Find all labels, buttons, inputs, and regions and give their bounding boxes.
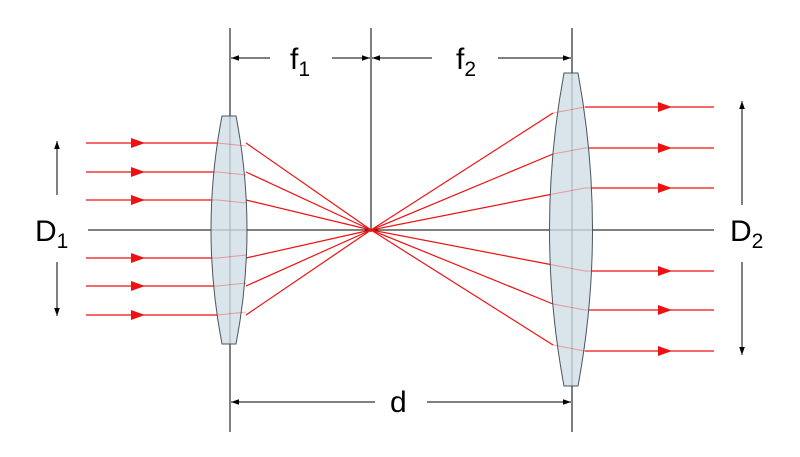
label-D2: D2 <box>730 215 763 253</box>
label-f1: f1 <box>290 43 310 81</box>
outgoing-ray-arrowhead <box>658 266 672 276</box>
converging-ray <box>245 142 372 231</box>
diverging-ray <box>370 229 554 346</box>
lens-1 <box>210 115 248 345</box>
lens-2 <box>549 72 593 387</box>
converging-ray <box>245 229 372 316</box>
outgoing-ray-arrowhead <box>658 305 672 315</box>
converging-ray <box>245 229 372 287</box>
lens2-internal-ray <box>552 303 586 311</box>
lens1-internal-ray <box>217 199 247 204</box>
diverging-ray <box>370 229 554 305</box>
in-lens-ray-group <box>217 106 586 352</box>
incoming-ray-arrowhead <box>131 138 145 148</box>
ray-group <box>86 102 714 356</box>
diverging-ray <box>370 229 554 266</box>
diverging-ray <box>370 193 554 231</box>
incoming-ray-arrowhead <box>131 253 145 263</box>
lens2-internal-ray <box>552 264 586 272</box>
incoming-ray-arrowhead <box>131 167 145 177</box>
outgoing-ray-arrowhead <box>658 143 672 153</box>
label-f2: f2 <box>456 43 476 81</box>
label-D1: D1 <box>35 215 68 253</box>
incoming-ray-arrowhead <box>131 310 145 320</box>
lens1-internal-ray <box>217 282 247 287</box>
outgoing-ray-arrowhead <box>658 346 672 356</box>
incoming-ray-arrowhead <box>131 195 145 205</box>
diverging-ray <box>370 112 554 231</box>
lens2-internal-ray <box>552 106 586 114</box>
lens1-internal-ray <box>217 171 247 176</box>
lens2-internal-ray <box>552 344 586 352</box>
incoming-ray-arrowhead <box>131 281 145 291</box>
lens1-internal-ray <box>217 311 247 316</box>
converging-ray <box>245 199 372 231</box>
lens1-internal-ray <box>217 254 247 259</box>
outgoing-ray-arrowhead <box>658 102 672 112</box>
converging-ray <box>245 171 372 231</box>
converging-ray <box>245 229 372 259</box>
lens2-internal-ray <box>552 147 586 155</box>
diverging-ray <box>370 153 554 231</box>
label-d: d <box>390 386 407 419</box>
lens1-internal-ray <box>217 142 247 147</box>
lens2-internal-ray <box>552 187 586 195</box>
outgoing-ray-arrowhead <box>658 183 672 193</box>
